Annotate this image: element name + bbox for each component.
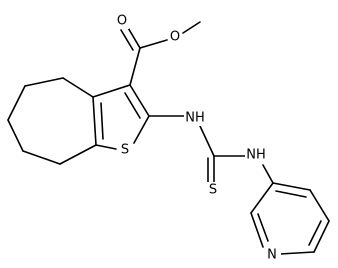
cycloheptane-ring (7, 77, 97, 165)
amine-nh-right-label: NH (246, 148, 266, 163)
thioamide-sulfur-label: S (209, 183, 217, 198)
methyl-ester-group (120, 21, 201, 86)
pyridine-nitrogen-label: N (267, 248, 277, 263)
thiophene-sulfur-label: S (121, 143, 129, 158)
carbonyl-oxygen-label: O (117, 14, 127, 29)
amine-nh-left-label: NH (185, 111, 205, 126)
atom-labels: O O S NH NH S N (115, 13, 281, 263)
ester-oxygen-label: O (170, 30, 180, 45)
thiourea-linker (148, 115, 274, 184)
thiophene-ring (92, 84, 150, 150)
pyridine-ring (250, 182, 330, 255)
